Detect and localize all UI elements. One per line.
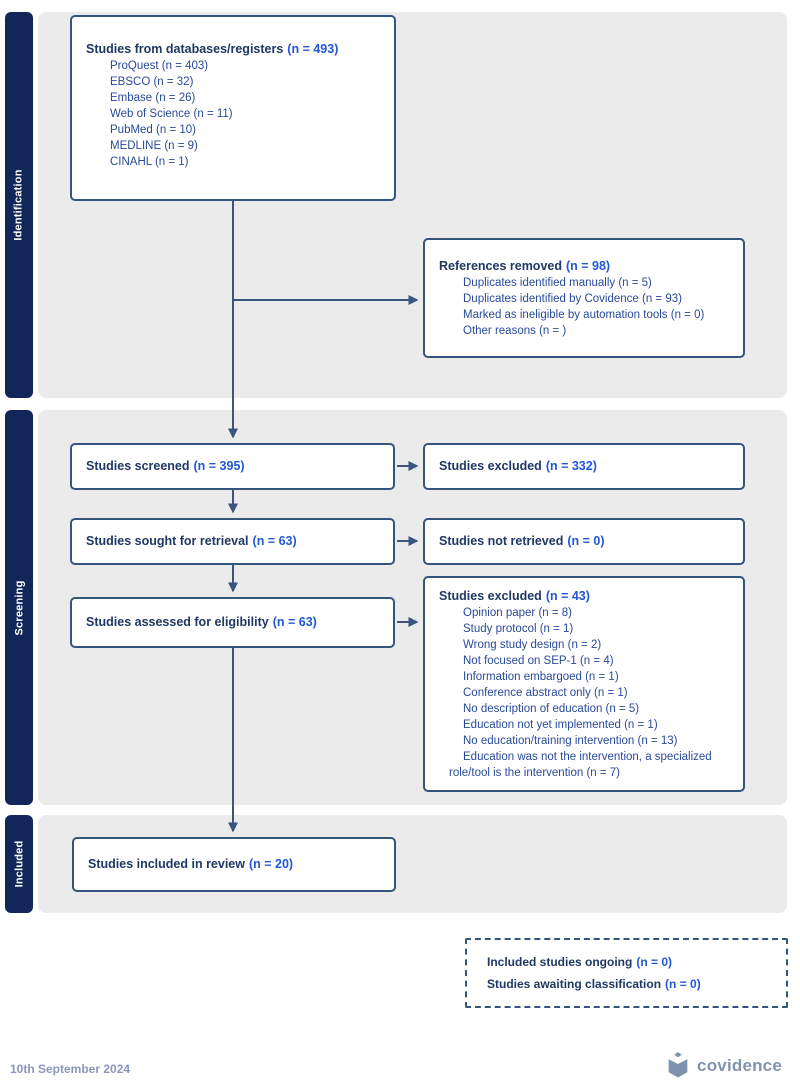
box-excluded-eligibility-n: (n = 43): [545, 589, 590, 603]
awaiting-ongoing-label: Included studies ongoing: [487, 954, 633, 969]
box-subitem: No description of education (n = 5): [463, 703, 640, 715]
box-subitem: Education was not the intervention, a sp…: [449, 751, 712, 779]
box-excluded-screening-n: (n = 332): [545, 459, 597, 473]
box-included-n: (n = 20): [248, 857, 294, 871]
box-excluded-eligibility-heading: Studies excluded(n = 43): [439, 588, 729, 605]
covidence-logo: covidence: [665, 1052, 782, 1079]
box-not-retrieved-n: (n = 0): [567, 534, 605, 548]
sidebar-identification-label: Identification: [13, 169, 25, 241]
box-databases-heading: Studies from databases/registers(n = 493…: [86, 41, 380, 58]
box-subitem: Marked as ineligible by automation tools…: [463, 309, 705, 321]
box-subitem: Study protocol (n = 1): [463, 623, 574, 635]
box-not-retrieved-label: Studies not retrieved: [439, 534, 564, 548]
awaiting-ongoing-n: (n = 0): [636, 954, 673, 969]
box-excluded-eligibility: Studies excluded(n = 43) Opinion paper (…: [423, 576, 745, 792]
box-references-removed: References removed(n = 98) Duplicates id…: [423, 238, 745, 358]
box-not-retrieved-heading: Studies not retrieved(n = 0): [439, 533, 605, 550]
box-screened-label: Studies screened: [86, 459, 190, 473]
box-subitem: Information embargoed (n = 1): [463, 671, 619, 683]
box-subitem: Duplicates identified manually (n = 5): [463, 277, 652, 289]
awaiting-classification-label: Studies awaiting classification: [487, 976, 662, 991]
box-databases-items: ProQuest (n = 403) EBSCO (n = 32) Embase (…: [86, 58, 380, 170]
box-subitem: Opinion paper (n = 8): [463, 607, 572, 619]
box-assessed: Studies assessed for eligibility(n = 63): [70, 597, 395, 648]
sidebar-included-label: Included: [13, 840, 26, 888]
box-excluded-screening-label: Studies excluded: [439, 459, 542, 473]
box-subitem: EBSCO (n = 32): [110, 76, 194, 88]
box-subitem: PubMed (n = 10): [110, 124, 196, 136]
box-subitem: Not focused on SEP-1 (n = 4): [463, 655, 614, 667]
box-excluded-screening: Studies excluded(n = 332): [423, 443, 745, 490]
box-subitem: Wrong study design (n = 2): [463, 639, 602, 651]
sidebar-included: Included: [5, 815, 33, 913]
report-date: 10th September 2024: [10, 1062, 131, 1076]
box-sought-n: (n = 63): [252, 534, 297, 548]
box-assessed-label: Studies assessed for eligibility: [86, 615, 269, 629]
box-excluded-eligibility-label: Studies excluded: [439, 589, 542, 603]
sidebar-screening: Screening: [5, 410, 33, 805]
box-subitem: Education not yet implemented (n = 1): [463, 719, 658, 731]
box-subitem: Duplicates identified by Covidence (n = …: [463, 293, 682, 305]
box-included: Studies included in review(n = 20): [72, 837, 396, 892]
box-subitem: Other reasons (n = ): [463, 325, 567, 337]
box-databases-n: (n = 493): [287, 42, 339, 56]
awaiting-line-classification: Studies awaiting classification(n = 0): [487, 975, 786, 994]
box-assessed-n: (n = 63): [272, 615, 317, 629]
box-subitem: ProQuest (n = 403): [110, 60, 209, 72]
covidence-logo-text: covidence: [697, 1055, 782, 1075]
box-references-removed-heading: References removed(n = 98): [439, 258, 729, 275]
box-assessed-heading: Studies assessed for eligibility(n = 63): [86, 614, 317, 631]
box-included-heading: Studies included in review(n = 20): [88, 856, 293, 873]
box-screened-n: (n = 395): [193, 459, 245, 473]
box-sought: Studies sought for retrieval(n = 63): [70, 518, 395, 565]
box-sought-heading: Studies sought for retrieval(n = 63): [86, 533, 297, 550]
box-references-removed-label: References removed: [439, 259, 562, 273]
box-subitem: MEDLINE (n = 9): [110, 140, 198, 152]
awaiting-classification-n: (n = 0): [665, 976, 701, 991]
box-subitem: Embase (n = 26): [110, 92, 196, 104]
box-screened: Studies screened(n = 395): [70, 443, 395, 490]
box-databases: Studies from databases/registers(n = 493…: [70, 15, 396, 201]
box-excluded-eligibility-items: Opinion paper (n = 8) Study protocol (n =…: [439, 605, 729, 781]
box-subitem: Web of Science (n = 11): [110, 108, 233, 120]
sidebar-identification: Identification: [5, 12, 33, 398]
box-awaiting-classification: Included studies ongoing(n = 0) Studies …: [465, 938, 788, 1008]
box-excluded-screening-heading: Studies excluded(n = 332): [439, 458, 597, 475]
sidebar-screening-label: Screening: [13, 580, 25, 635]
box-not-retrieved: Studies not retrieved(n = 0): [423, 518, 745, 565]
box-sought-label: Studies sought for retrieval: [86, 534, 249, 548]
box-included-label: Studies included in review: [88, 857, 245, 871]
covidence-book-icon: [668, 1052, 688, 1078]
awaiting-line-ongoing: Included studies ongoing(n = 0): [487, 953, 786, 972]
box-subitem: No education/training intervention (n = …: [463, 735, 678, 747]
box-screened-heading: Studies screened(n = 395): [86, 458, 245, 475]
box-references-removed-items: Duplicates identified manually (n = 5) Du…: [439, 275, 729, 339]
box-references-removed-n: (n = 98): [565, 259, 611, 273]
box-databases-label: Studies from databases/registers: [86, 42, 284, 56]
box-subitem: CINAHL (n = 1): [110, 156, 189, 168]
box-subitem: Conference abstract only (n = 1): [463, 687, 628, 699]
